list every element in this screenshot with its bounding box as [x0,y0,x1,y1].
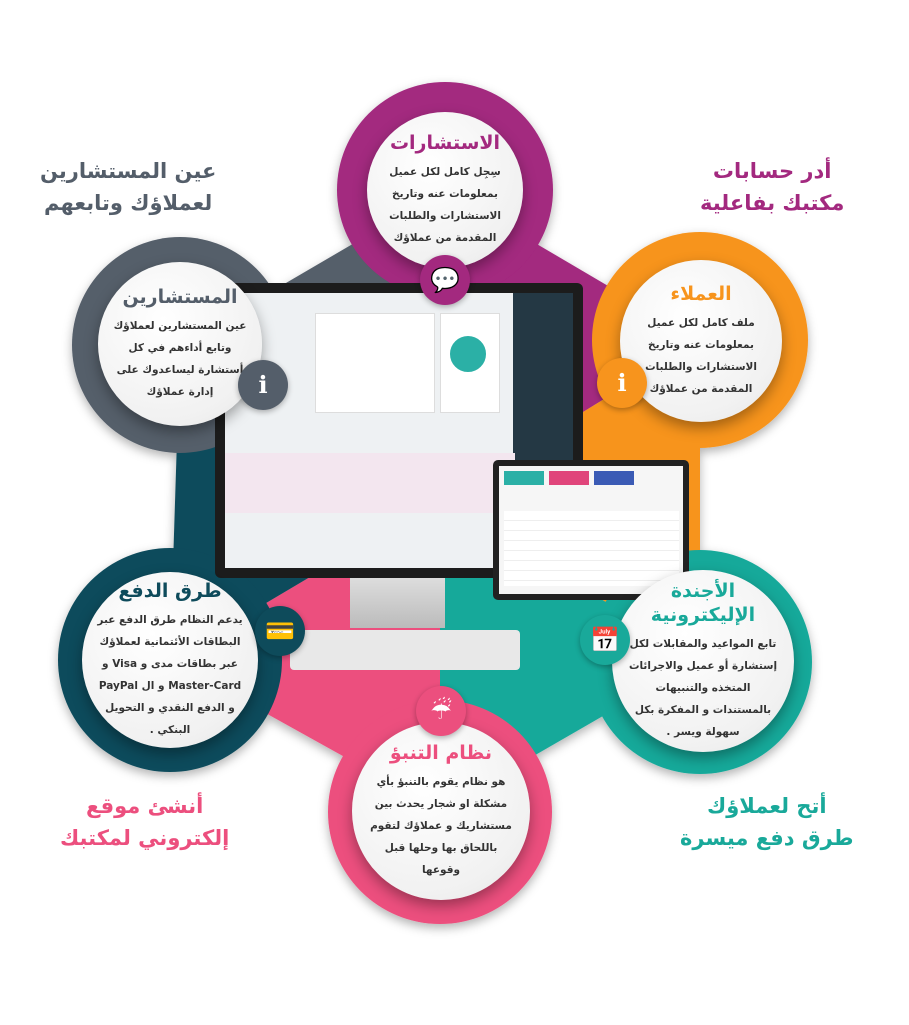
info-person-icon: ℹ [597,358,647,408]
keyboard [290,630,520,670]
chat-icon: 💬 [420,255,470,305]
card-text: ملف كامل لكل عميل بمعلومات عنه وتاريخ ال… [645,317,757,395]
card-text: عين المستشارين لعملاؤك وتابع أداءهم في ك… [113,320,247,398]
card-title: طرق الدفع [118,580,222,602]
calendar-clock-icon: 📅 [580,615,630,665]
card-hand-icon: 💳 [255,606,305,656]
card-text: هو نظام يقوم بالتنبؤ بأي مشكلة او شجار ي… [370,776,512,876]
card-title: الاستشارات [389,132,501,154]
card-payment: طرق الدفع يدعم النظام طرق الدفع عبر البط… [82,572,258,748]
card-text: يدعم النظام طرق الدفع عبر البطاقات الأئت… [97,614,243,736]
card-text: تابع المواعيد والمقابلات لكل إستشارة أو … [628,638,778,738]
card-consultants: المستشارين عين المستشارين لعملاؤك وتابع … [98,262,262,426]
desk-info-icon: ℹ [238,360,288,410]
card-consultations: الاستشارات سِجِل كامل لكل عميل بمعلومات … [367,112,523,268]
card-text: سِجِل كامل لكل عميل بمعلومات عنه وتاريخ … [389,166,501,244]
card-title: نظام التنبؤ [389,742,493,764]
cloud-rain-icon: ☔ [416,686,466,736]
card-title: الأجندة الإليكترونية [650,580,756,626]
card-prediction: نظام التنبؤ هو نظام يقوم بالتنبؤ بأي مشك… [352,722,530,900]
card-title: العملاء [670,283,732,305]
laptop-screenshot [493,460,689,600]
card-clients: العملاء ملف كامل لكل عميل بمعلومات عنه و… [620,260,782,422]
monitor-stand [350,578,445,628]
card-agenda: الأجندة الإليكترونية تابع المواعيد والمق… [612,570,794,752]
card-title: المستشارين [122,286,238,308]
